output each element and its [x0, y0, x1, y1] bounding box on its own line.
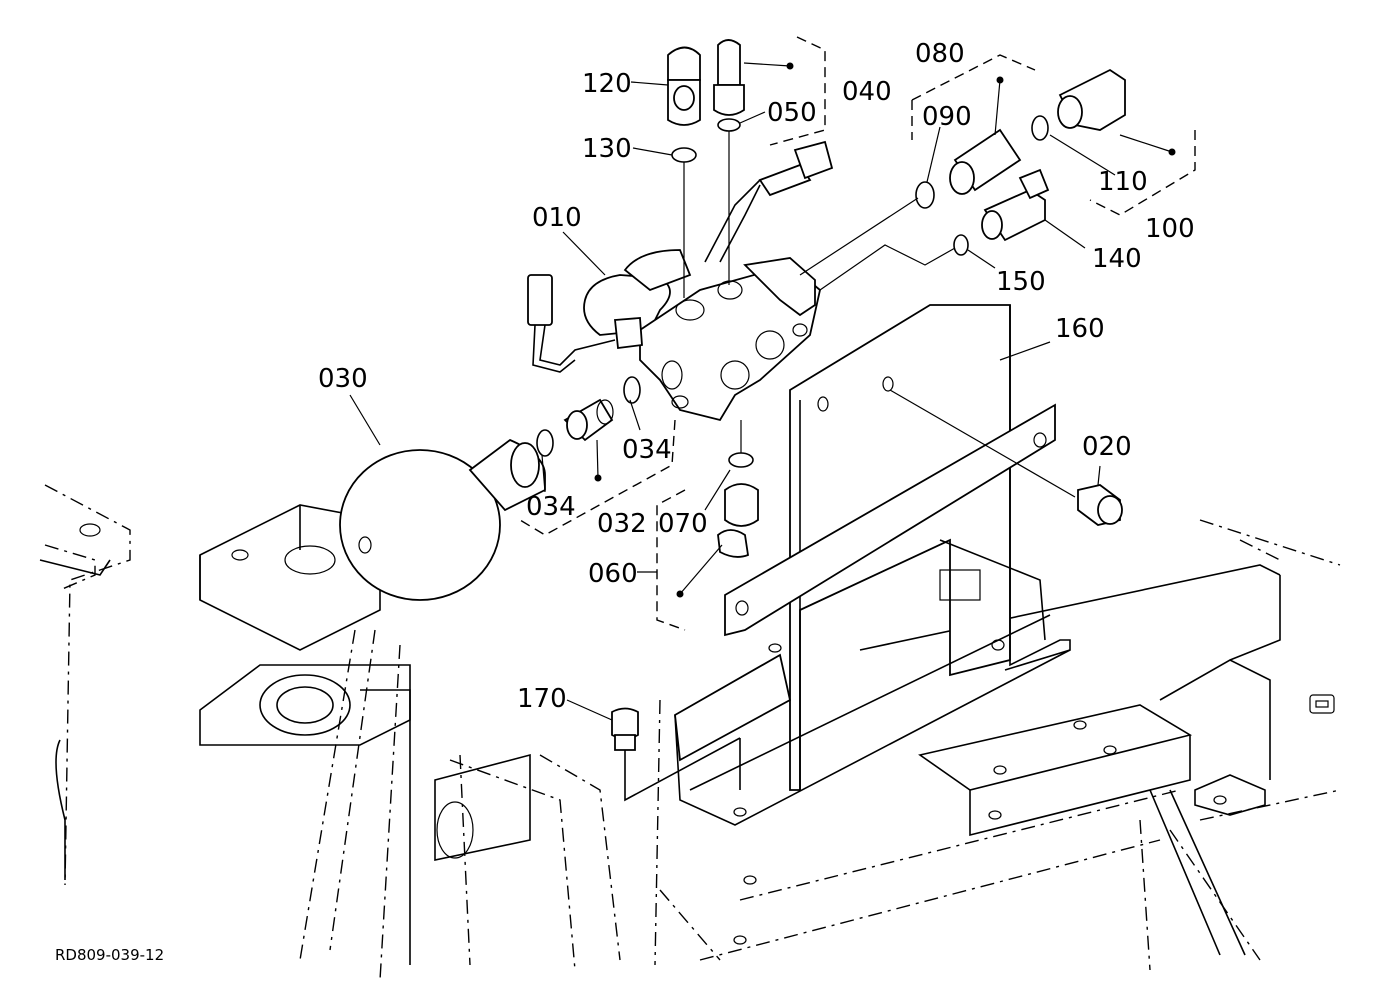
fittings-120-040: [667, 39, 745, 298]
valve-block-010: [527, 140, 834, 422]
callout-034-lower: 034: [526, 492, 576, 522]
callout-010: 010: [532, 203, 582, 233]
drawing-code: RD809-039-12: [55, 946, 164, 964]
callout-030: 030: [318, 364, 368, 394]
callout-040: 040: [842, 77, 892, 107]
callout-060: 060: [588, 559, 638, 589]
callout-150: 150: [996, 267, 1046, 297]
group-brackets: [519, 36, 1196, 631]
callout-130: 130: [582, 134, 632, 164]
callout-110: 110: [1098, 167, 1148, 197]
plug-020: [1077, 484, 1123, 526]
callout-032: 032: [597, 509, 647, 539]
callout-labels: 120 040 050 130 080 090 110 100 010 140 …: [318, 39, 1195, 714]
callout-034-upper: 034: [622, 435, 672, 465]
leader-lines: [349, 62, 1176, 721]
bracket-160: [674, 304, 1071, 826]
callout-020: 020: [1082, 432, 1132, 462]
callout-080: 080: [915, 39, 965, 69]
fittings-080-100-140: [799, 68, 1126, 291]
callout-090: 090: [922, 102, 972, 132]
accumulator-030: [339, 438, 546, 601]
fittings-070-060: [717, 420, 759, 558]
fitting-032: [536, 376, 641, 482]
callout-160: 160: [1055, 314, 1105, 344]
callout-170: 170: [517, 684, 567, 714]
sensor-170: [611, 707, 741, 802]
callout-100: 100: [1145, 214, 1195, 244]
callout-070: 070: [658, 509, 708, 539]
callout-120: 120: [582, 69, 632, 99]
callout-050: 050: [767, 98, 817, 128]
callout-140: 140: [1092, 244, 1142, 274]
